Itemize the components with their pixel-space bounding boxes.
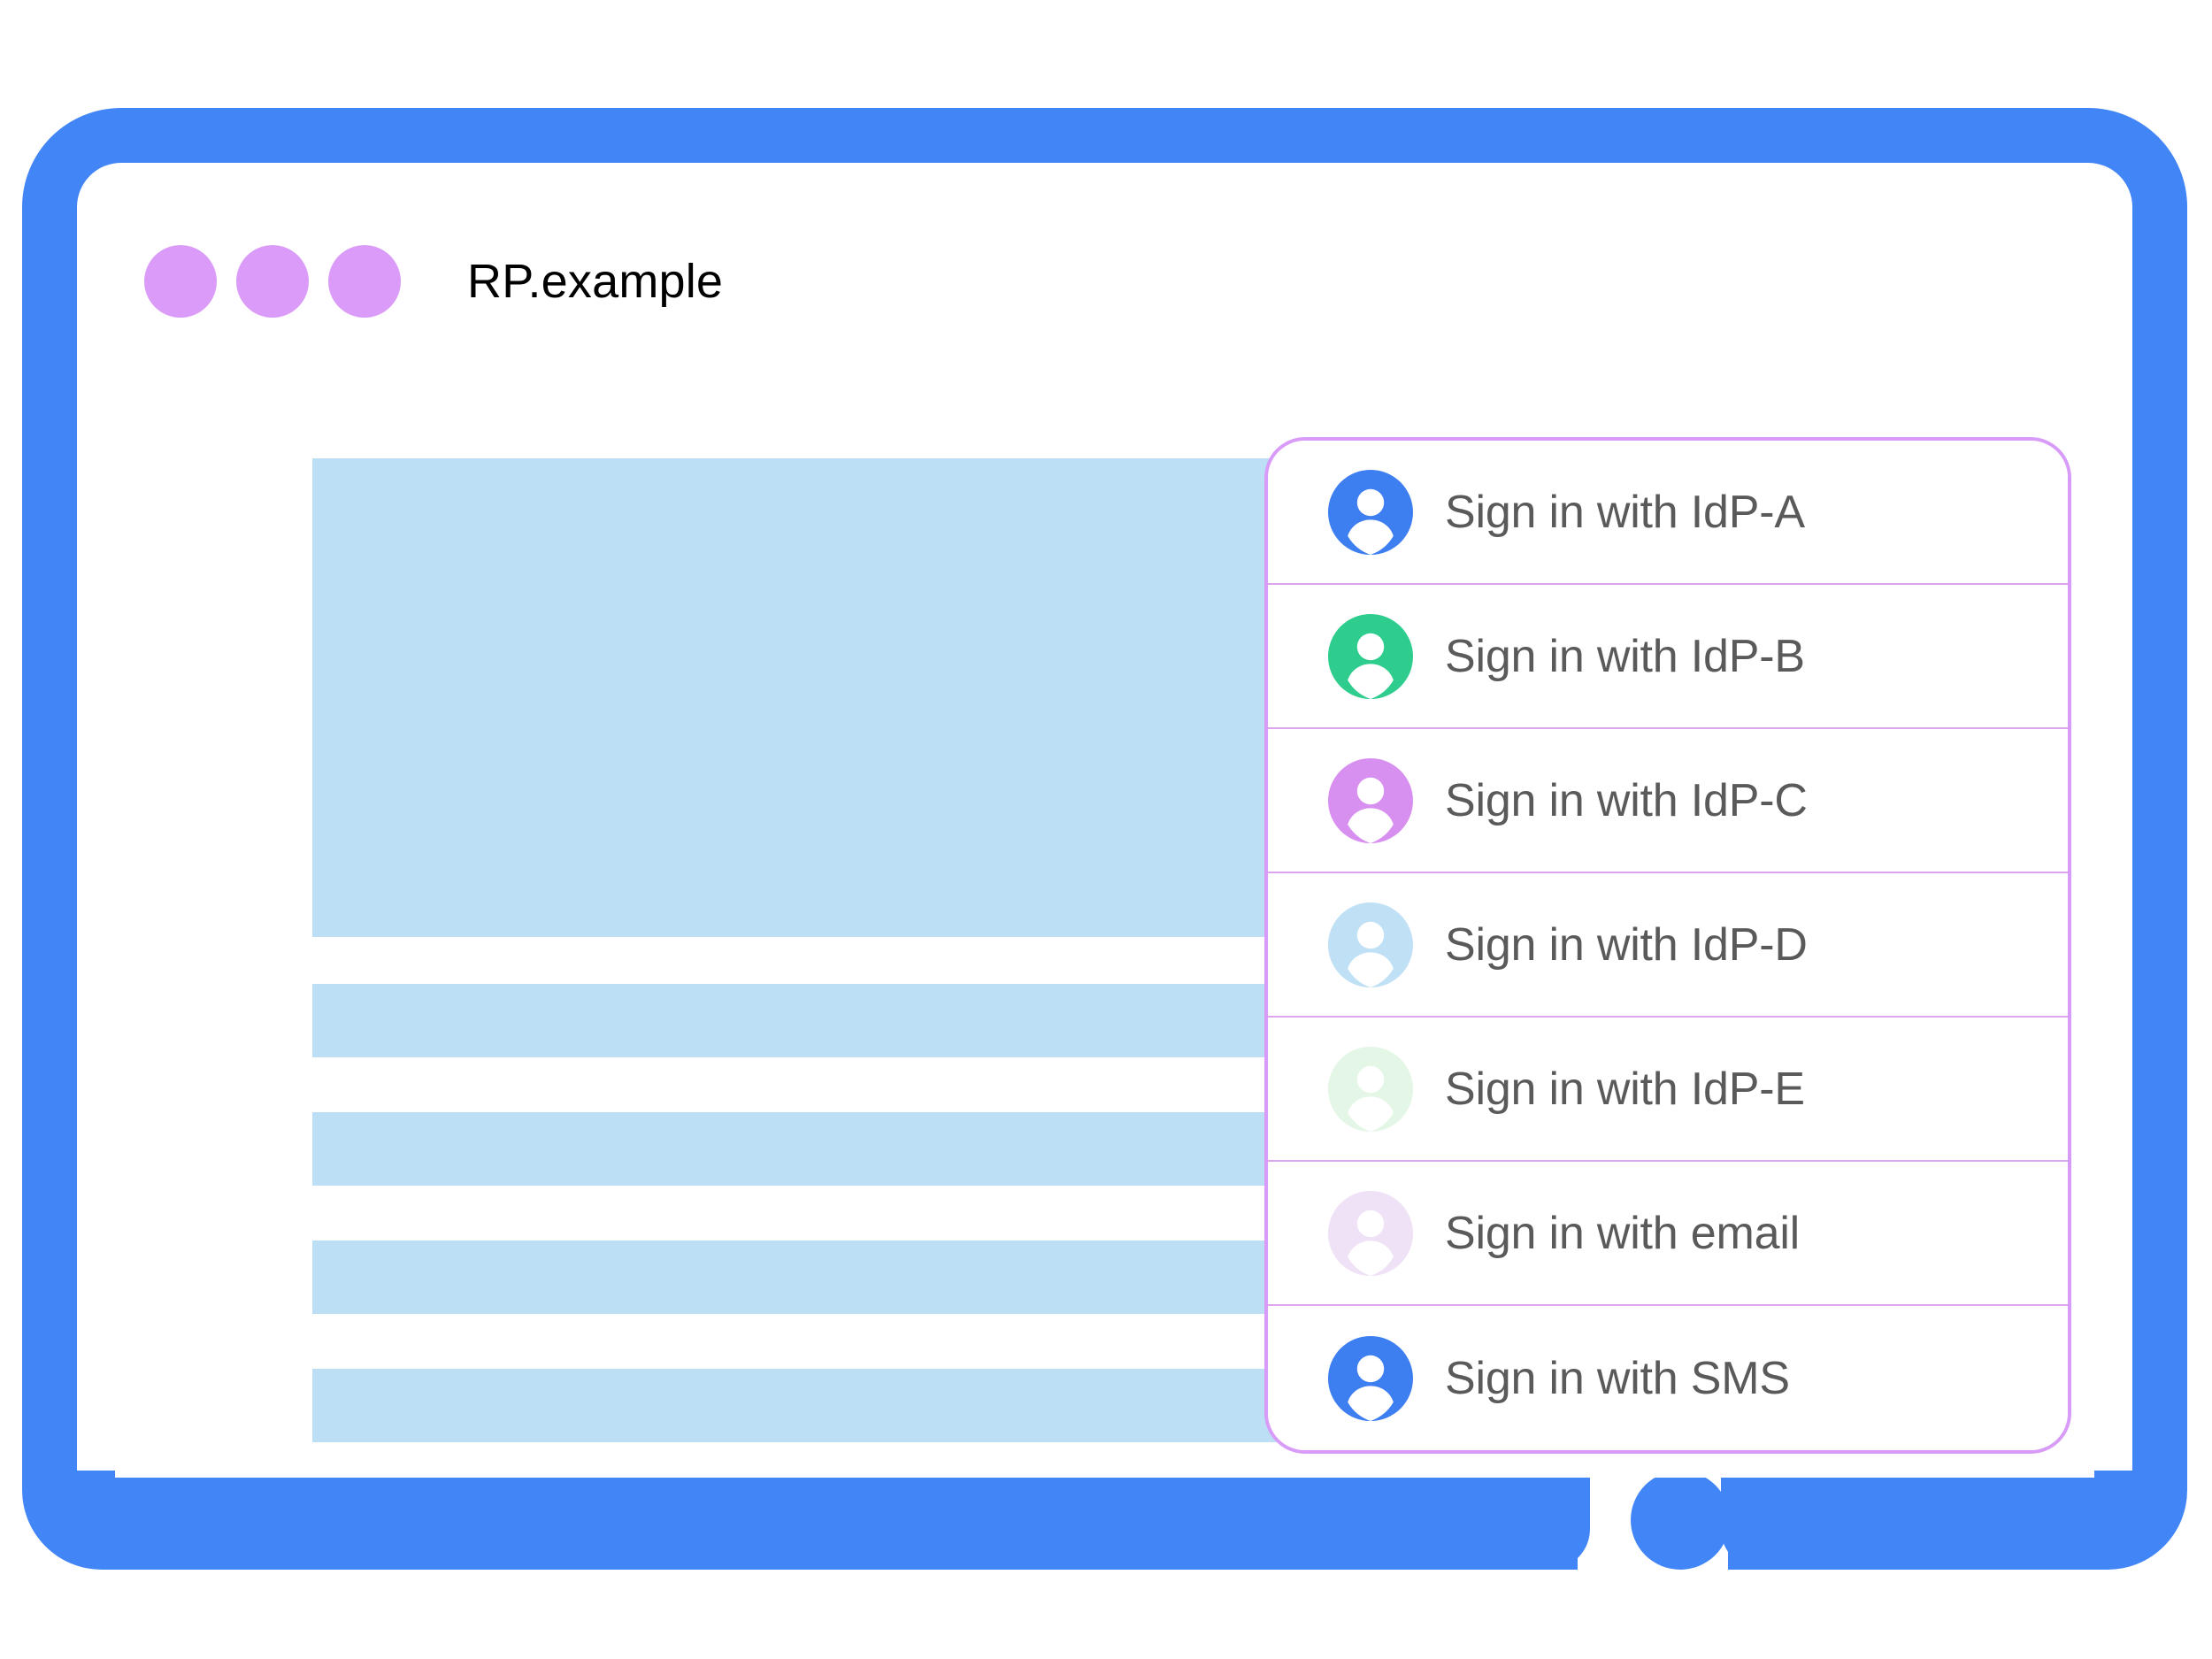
text-placeholder-line-4 [312,1369,1333,1442]
account-row[interactable]: Sign in with IdP-B [1268,585,2068,729]
account-avatar-icon [1328,1190,1413,1276]
device-bezel-bottom-left [22,1471,1578,1570]
window-dot-minimize-icon[interactable] [236,244,309,318]
window-dot-close-icon[interactable] [144,244,217,318]
account-label: Sign in with SMS [1445,1352,1790,1404]
account-row[interactable]: Sign in with IdP-C [1268,729,2068,873]
page-title: RP.example [467,254,724,308]
page-body: Sign in with IdP-A Sign in with IdP-B Sign… [115,363,2094,1478]
account-avatar-icon [1328,1335,1413,1421]
account-avatar-icon [1328,902,1413,987]
account-row[interactable]: Sign in with IdP-E [1268,1018,2068,1162]
account-label: Sign in with IdP-B [1445,630,1805,682]
device-bezel-notch-left [1537,1471,1590,1570]
text-placeholder-line-2 [312,1112,1333,1186]
hero-placeholder-block [312,458,1333,937]
text-placeholder-line-3 [312,1240,1333,1314]
account-row[interactable]: Sign in with email [1268,1162,2068,1306]
account-avatar-icon [1328,757,1413,843]
home-button[interactable] [1631,1471,1730,1570]
account-avatar-icon [1328,1046,1413,1132]
account-label: Sign in with email [1445,1207,1801,1259]
account-chooser-dialog: Sign in with IdP-A Sign in with IdP-B Sign… [1264,437,2071,1454]
account-label: Sign in with IdP-C [1445,774,1808,826]
content-placeholder-column [312,458,1333,1442]
device-bezel-bottom-right [1728,1471,2187,1570]
window-dot-maximize-icon[interactable] [328,244,401,318]
account-label: Sign in with IdP-A [1445,486,1805,538]
account-row[interactable]: Sign in with IdP-A [1268,441,2068,585]
account-label: Sign in with IdP-E [1445,1063,1805,1115]
browser-header: RP.example [115,199,2094,363]
account-avatar-icon [1328,613,1413,699]
account-row[interactable]: Sign in with IdP-D [1268,873,2068,1018]
account-row[interactable]: Sign in with SMS [1268,1306,2068,1450]
account-label: Sign in with IdP-D [1445,918,1808,971]
account-avatar-icon [1328,469,1413,555]
text-placeholder-line-1 [312,984,1333,1057]
